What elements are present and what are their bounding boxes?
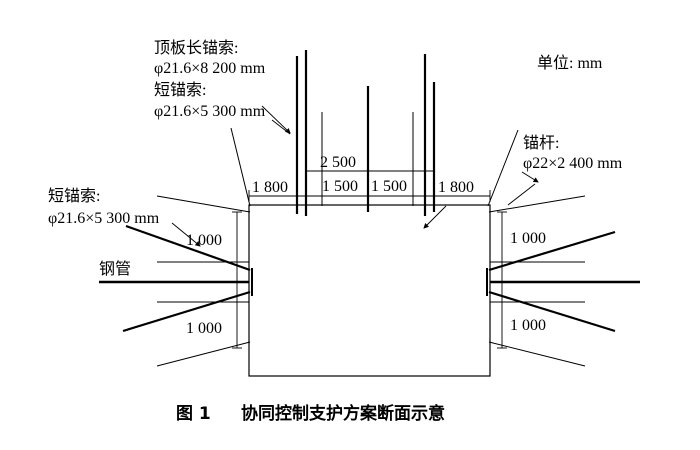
right-bolt-top (488, 195, 586, 213)
right-cable-lower (488, 290, 616, 333)
left-vertical-dimension (232, 211, 242, 349)
right-cable-upper (488, 230, 616, 272)
figure-number: 图 1 (176, 404, 211, 424)
roof-anchor-spec: φ21.6×8 200 mm (154, 60, 266, 77)
right-vertical-dimension (497, 211, 507, 349)
bolt-title: 锚杆: (523, 134, 559, 152)
leader-center (423, 205, 447, 229)
dim-top-left-1800: 1 800 (252, 179, 288, 196)
bolt-spec: φ22×2 400 mm (523, 155, 623, 172)
dim-top-1500-left: 1 500 (322, 178, 358, 195)
leader-left-short (171, 222, 201, 247)
dim-top-2500: 2 500 (320, 154, 356, 171)
figure-title: 协同控制支护方案断面示意 (241, 403, 445, 424)
left-bolt-top (156, 195, 251, 213)
roof-anchor-title: 顶板长锚索: (154, 39, 238, 57)
leader-roof-cable (261, 105, 291, 134)
right-bolt-bottom (488, 341, 586, 367)
left-bolt-bottom (156, 341, 251, 367)
corner-bolts (230, 127, 519, 207)
right-short-anchor-cables (488, 230, 616, 333)
dim-left-lower-1000: 1 000 (186, 320, 222, 337)
leader-bolt-right-2 (507, 183, 536, 206)
dim-top-right-1800: 1 800 (438, 179, 474, 196)
left-cable-lower (122, 290, 251, 333)
corner-bolt-right (487, 129, 519, 207)
leader-lines (171, 105, 539, 247)
dim-top-1500-right: 1 500 (371, 178, 407, 195)
dim-right-upper-1000: 1 000 (510, 230, 546, 247)
short-anchor-left-spec: φ21.6×5 300 mm (48, 210, 160, 227)
short-anchor-top-title: 短锚索: (154, 81, 206, 99)
dim-left-upper-1000: 1 000 (186, 232, 222, 249)
top-dimensions (248, 166, 491, 202)
right-wall-bolts (488, 195, 586, 367)
left-wall-bolts (156, 195, 251, 367)
leader-bolt-right (521, 171, 539, 183)
leader-roof-short (271, 119, 291, 135)
short-anchor-left-title: 短锚索: (48, 187, 100, 205)
short-anchor-top-spec: φ21.6×5 300 mm (154, 103, 266, 120)
roof-bolts (321, 112, 414, 206)
steel-pipe-label: 钢管 (99, 260, 131, 278)
left-cable-upper (125, 224, 251, 272)
unit-label: 单位: mm (537, 54, 603, 72)
corner-bolt-left (230, 127, 251, 207)
right-steel-pipe (486, 261, 640, 303)
left-short-anchor-cables (122, 224, 251, 333)
dim-right-lower-1000: 1 000 (510, 317, 546, 334)
roadway-section (248, 204, 491, 377)
